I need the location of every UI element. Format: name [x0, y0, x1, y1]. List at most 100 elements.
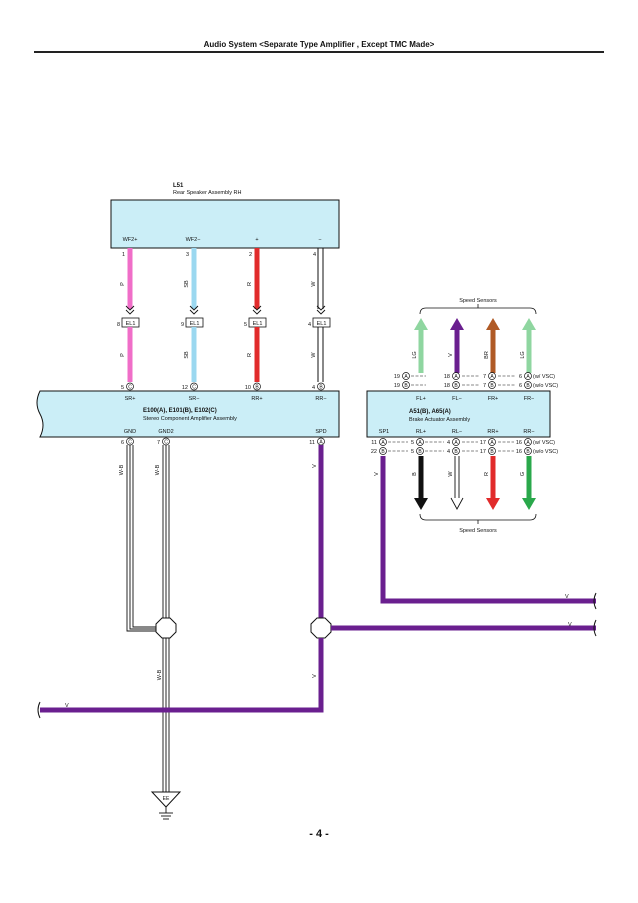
wire-color-label: V [312, 464, 318, 468]
actuator-pin-label: FL+ [416, 396, 426, 402]
speaker-pin-label: WF2− [186, 237, 201, 243]
svg-text:11: 11 [371, 440, 377, 446]
svg-text:12: 12 [182, 385, 188, 391]
speaker-name: Rear Speaker Assembly RH [173, 190, 241, 196]
amp-pin-label: GND [124, 429, 136, 435]
wire-break-icon [593, 619, 597, 637]
wire-color-label: LG [412, 351, 418, 358]
wire-color-label: W-B [119, 464, 125, 475]
amp-top-pins: 5 C 12 C 10 B 4 B [121, 382, 325, 391]
junction-ground [155, 617, 177, 639]
wire-white-lower [317, 327, 324, 382]
svg-text:17: 17 [480, 449, 486, 455]
svg-text:(w/ VSC): (w/ VSC) [533, 374, 555, 380]
svg-text:5: 5 [411, 449, 414, 455]
svg-text:A: A [490, 440, 494, 446]
svg-text:B: B [490, 383, 494, 389]
svg-text:B: B [454, 383, 458, 389]
amp-bottom-pins: 6 C 7 C 11 A [121, 437, 325, 446]
svg-text:C: C [192, 385, 196, 391]
connector-el1-2: 9 EL1 [181, 317, 204, 328]
amp-pin-label: RR− [315, 396, 326, 402]
wire-color-label: V [448, 353, 454, 357]
svg-text:(w/ VSC): (w/ VSC) [533, 440, 555, 446]
sensor-wire-rr-plus [486, 456, 500, 510]
svg-text:8: 8 [117, 322, 120, 328]
amp-pin-label: RR+ [251, 396, 262, 402]
wire-color-label: R [247, 282, 253, 286]
svg-text:6: 6 [519, 383, 522, 389]
svg-text:6: 6 [121, 440, 124, 446]
speed-sensors-bracket-bottom [419, 513, 537, 521]
amplifier-box [36, 390, 340, 438]
ground-label: EE [163, 796, 170, 802]
svg-text:EL1: EL1 [190, 321, 200, 327]
svg-text:5: 5 [411, 440, 414, 446]
svg-text:A: A [418, 440, 422, 446]
svg-text:5: 5 [244, 322, 247, 328]
sensor-wire-rr-minus [522, 456, 536, 510]
actuator-pin-label: SP1 [379, 429, 389, 435]
connector-el1-1: 8 EL1 [117, 317, 140, 328]
svg-text:A: A [454, 440, 458, 446]
sensor-wire-rl-minus [450, 456, 464, 510]
svg-text:A: A [454, 374, 458, 380]
speaker-pin-num: 4 [313, 252, 316, 258]
svg-text:4: 4 [447, 449, 450, 455]
sensor-wire-fr-minus [522, 318, 536, 373]
svg-text:4: 4 [308, 322, 311, 328]
wire-wb-to-ground [162, 638, 170, 792]
svg-text:18: 18 [444, 374, 450, 380]
actuator-name: Brake Actuator Assembly [409, 417, 470, 423]
sensor-wire-rl-plus [414, 456, 428, 510]
svg-text:B: B [404, 383, 408, 389]
header-rule [34, 51, 604, 53]
wire-violet-left [40, 638, 324, 713]
wire-color-label: SB [184, 351, 190, 359]
ground-triangle [150, 791, 182, 808]
svg-text:18: 18 [444, 383, 450, 389]
brake-actuator-box [366, 390, 551, 438]
svg-text:11: 11 [309, 440, 315, 446]
svg-text:16: 16 [516, 449, 522, 455]
svg-text:A: A [319, 440, 323, 446]
svg-text:A: A [490, 374, 494, 380]
speaker-pin-label: − [318, 237, 321, 243]
svg-text:B: B [454, 449, 458, 455]
svg-text:EL1: EL1 [253, 321, 263, 327]
wire-white-upper [317, 248, 324, 309]
wire-color-label: R [484, 472, 490, 476]
wire-color-label: P [120, 282, 126, 286]
svg-text:7: 7 [157, 440, 160, 446]
speaker-pin-num: 3 [186, 252, 189, 258]
svg-text:22: 22 [371, 449, 377, 455]
amp-pin-label: SR− [189, 396, 200, 402]
svg-text:EL1: EL1 [126, 321, 136, 327]
svg-text:19: 19 [394, 383, 400, 389]
amp-pin-label: GND2 [158, 429, 173, 435]
svg-text:B: B [526, 449, 530, 455]
page-header-title: Audio System <Separate Type Amplifier , … [203, 40, 435, 49]
wire-wb-gnd [126, 445, 158, 632]
svg-text:A: A [526, 440, 530, 446]
wire-color-label: LG [520, 351, 526, 358]
amplifier-codes: E100(A), E101(B), E102(C) [143, 408, 217, 414]
wire-color-label: W-B [155, 464, 161, 475]
wire-color-label: G [520, 472, 526, 476]
svg-text:B: B [381, 449, 385, 455]
ground-icon [159, 807, 173, 820]
actuator-pin-label: RR+ [487, 429, 498, 435]
wire-color-label: W [448, 471, 454, 477]
svg-text:A: A [526, 374, 530, 380]
wire-color-label: V [312, 674, 318, 678]
amplifier-name: Stereo Component Amplifier Assembly [143, 416, 237, 422]
wire-wb-gnd2 [162, 445, 170, 618]
wire-break-icon [593, 592, 597, 610]
sensor-wire-fr-plus [486, 318, 500, 373]
rear-speaker-box [110, 199, 340, 249]
svg-text:10: 10 [245, 385, 251, 391]
page-number: - 4 - [309, 828, 329, 840]
speed-sensors-label-top: Speed Sensors [459, 298, 497, 304]
wire-color-label: BR [484, 351, 490, 359]
speaker-pin-num: 2 [249, 252, 252, 258]
